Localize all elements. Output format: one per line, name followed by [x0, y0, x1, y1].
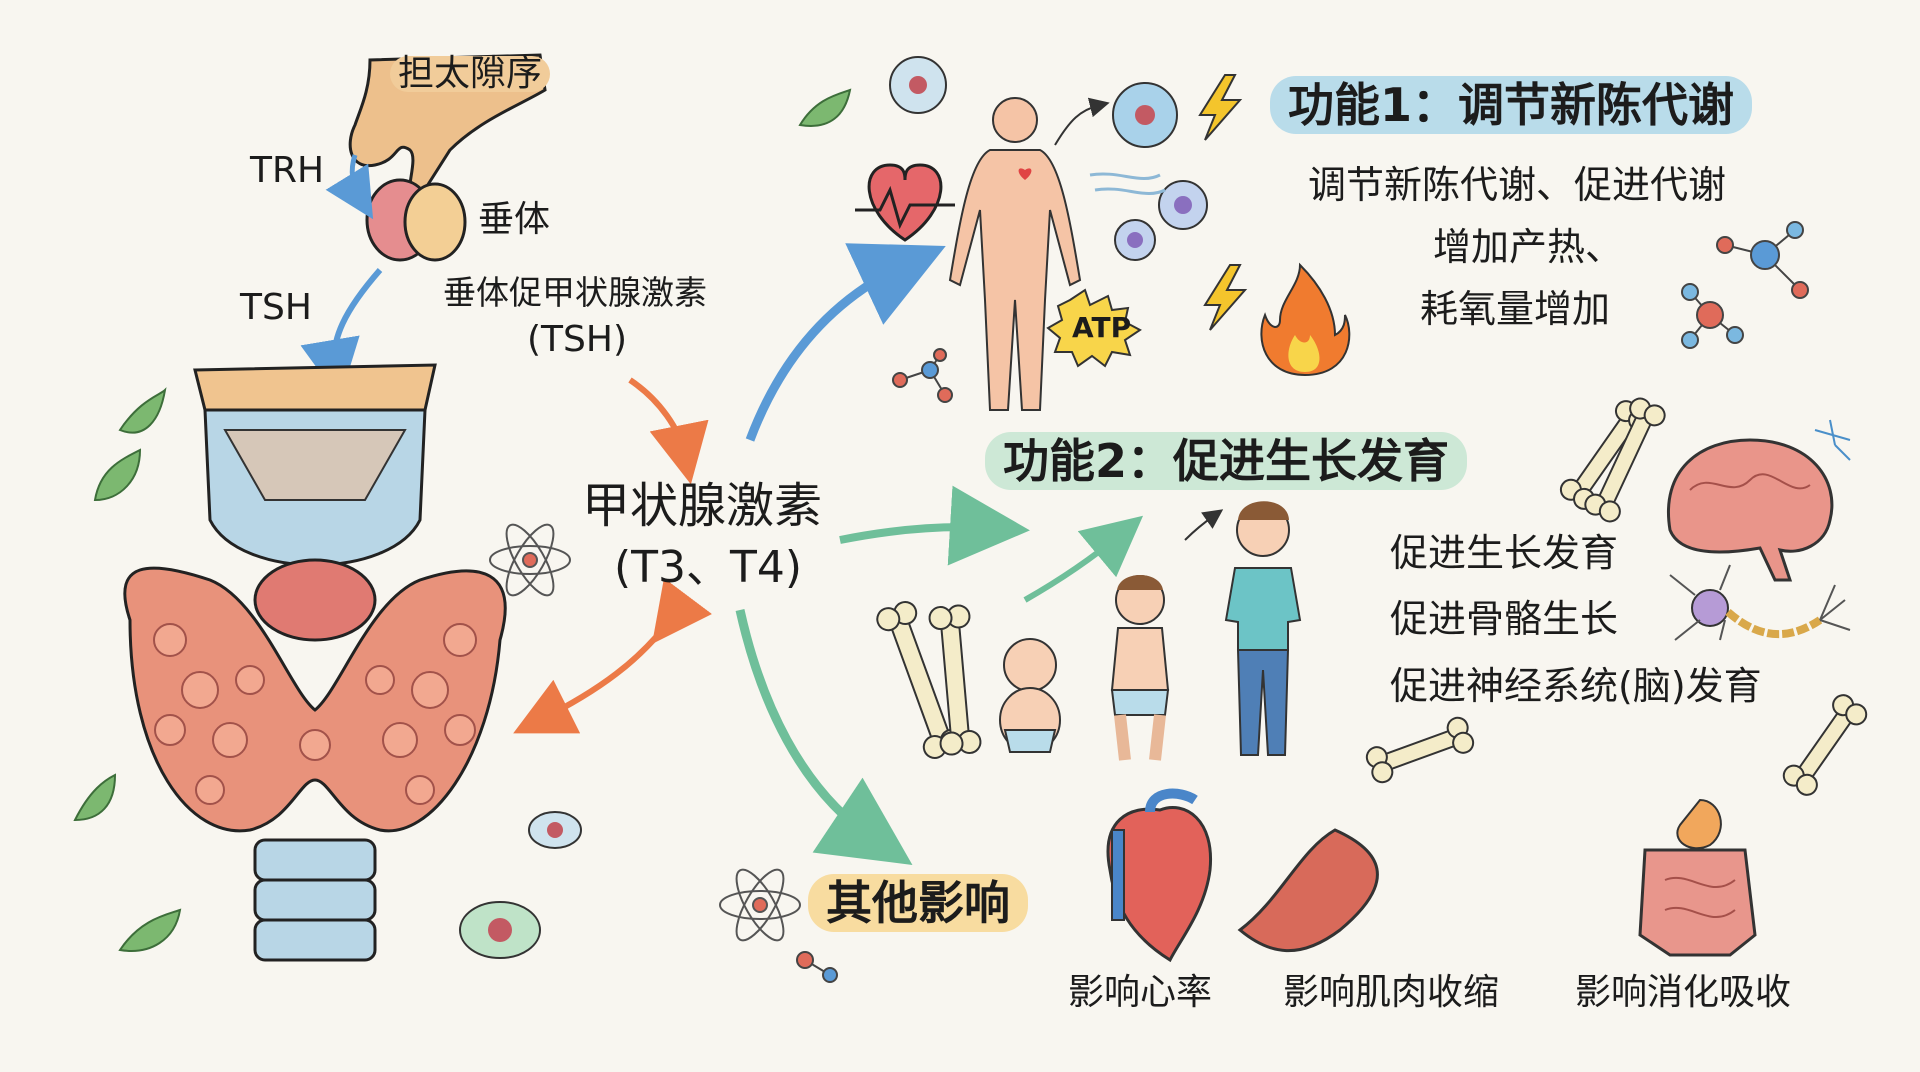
pituitary-illustration — [365, 178, 467, 262]
adult-illustration — [1224, 501, 1302, 756]
cell-icon — [459, 56, 1208, 959]
thyroid-hormone-title: 甲状腺激素 — [582, 478, 823, 534]
trh-label: TRH — [250, 150, 325, 191]
other-effect-heart-rate: 影响心率 — [1068, 972, 1213, 1013]
other-effects-title: 其他影响 — [808, 874, 1028, 932]
function2-line: 促进生长发育 — [1390, 531, 1619, 575]
atom-icon — [489, 523, 801, 942]
arrow-to-function2 — [839, 485, 1030, 566]
function2-title: 功能2：促进生长发育 — [985, 432, 1468, 490]
lightning-icon — [1198, 74, 1248, 331]
heart-rate-icon — [855, 163, 955, 242]
pituitary-label: 垂体 — [478, 199, 551, 240]
atp-burst-icon — [1046, 288, 1142, 368]
child-illustration — [1110, 575, 1170, 761]
atp-label: ATP — [1072, 311, 1132, 344]
digestive-system-icon — [1638, 798, 1757, 957]
human-body-illustration — [948, 97, 1082, 411]
function2-line: 促进骨骼生长 — [1390, 597, 1619, 641]
tsh-full-name: 垂体促甲状腺激素 — [443, 273, 707, 312]
function1-line: 调节新陈代谢、促进代谢 — [1308, 163, 1727, 207]
fire-icon — [1260, 262, 1351, 377]
molecule-icon — [796, 221, 1809, 983]
tsh-abbr: (TSH) — [527, 319, 628, 360]
function1-line: 耗氧量增加 — [1420, 287, 1611, 331]
thyroid-hormone-abbr: (T3、T4) — [614, 542, 803, 593]
tsh-label: TSH — [240, 287, 312, 328]
trh-arrow — [325, 154, 374, 220]
function2-line: 促进神经系统(脑)发育 — [1390, 664, 1762, 708]
other-effect-muscle: 影响肌肉收缩 — [1283, 972, 1500, 1013]
thyroid-illustration — [123, 363, 507, 962]
arrow-to-function1 — [745, 243, 946, 442]
small-arrow-icon — [1184, 509, 1224, 541]
muscle-icon — [1237, 828, 1379, 953]
function1-title: 功能1：调节新陈代谢 — [1270, 76, 1753, 134]
leaf-icon — [73, 88, 852, 952]
bone-icon — [876, 397, 1868, 796]
tsh-to-hormone-arrow — [628, 377, 709, 485]
arrow-to-other — [735, 609, 913, 865]
hypothalamus-illustration — [348, 53, 547, 207]
wind-icon — [1089, 172, 1166, 195]
hypothalamus-label: 担太隙序 — [390, 56, 551, 92]
other-effect-digestion: 影响消化吸收 — [1575, 972, 1792, 1013]
small-arrow-icon — [1054, 97, 1110, 146]
function1-line: 增加产热、 — [1433, 225, 1624, 269]
heart-organ-icon — [1106, 788, 1213, 963]
growth-arrow — [1023, 515, 1144, 603]
neuron-icon — [1669, 419, 1851, 641]
brain-icon — [1667, 438, 1834, 582]
baby-illustration — [999, 638, 1061, 753]
tsh-arrow — [300, 268, 383, 400]
hormone-thyroid-arrow — [513, 577, 713, 734]
